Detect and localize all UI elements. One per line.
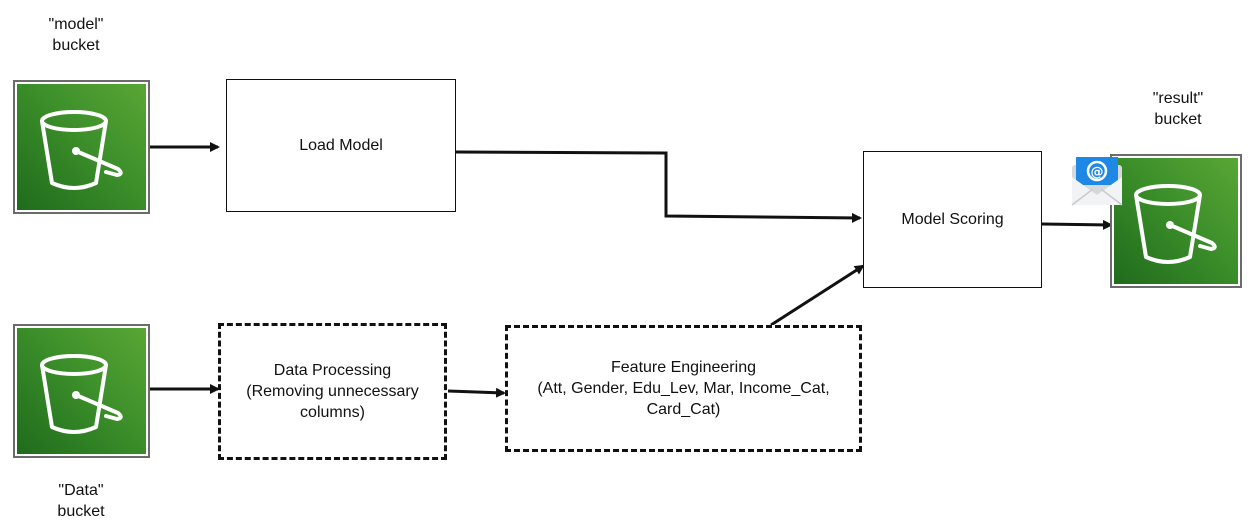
- load-model-box[interactable]: Load Model: [226, 79, 456, 212]
- s3-bucket-icon: [1134, 184, 1217, 264]
- data-bucket[interactable]: [13, 324, 150, 458]
- result-bucket-label: "result" bucket: [1152, 90, 1204, 128]
- arrow-load-model-to-scoring: [455, 150, 862, 223]
- data-bucket-label: "Data" bucket: [57, 482, 105, 520]
- email-envelope-icon: @: [1071, 157, 1123, 206]
- result-bucket[interactable]: [1110, 154, 1242, 288]
- feature-engineering-box[interactable]: Feature Engineering (Att, Gender, Edu_Le…: [505, 325, 862, 452]
- svg-text:@: @: [1091, 165, 1104, 180]
- s3-bucket-icon: [39, 110, 123, 190]
- arrow-scoring-to-result-bucket: [1041, 219, 1113, 230]
- s3-bucket-icon: [39, 354, 123, 434]
- model-bucket-label: "model" bucket: [48, 16, 104, 54]
- arrow-processing-to-feature-engineering: [447, 387, 506, 398]
- data-processing-box[interactable]: Data Processing (Removing unnecessary co…: [218, 323, 447, 460]
- model-bucket[interactable]: [13, 80, 150, 214]
- model-scoring-box[interactable]: Model Scoring: [863, 151, 1042, 288]
- arrow-feature-engineering-to-scoring: [770, 264, 865, 327]
